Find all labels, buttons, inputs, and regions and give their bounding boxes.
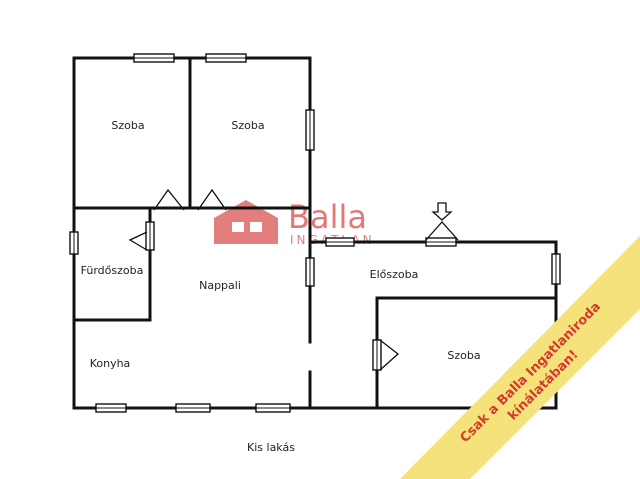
house-logo-icon [214, 200, 278, 244]
room-label-nappali: Nappali [199, 279, 241, 292]
banner-line-1: Csak a Balla Ingatlaniroda [457, 299, 603, 445]
window-hall-top [325, 237, 355, 247]
door-entrance [425, 221, 459, 241]
room-label-szoba-1: Szoba [111, 119, 144, 132]
window-right-1 [305, 109, 315, 151]
room-label-szoba-3: Szoba [447, 349, 480, 362]
room-label-szoba-2: Szoba [231, 119, 264, 132]
door-szoba-2 [197, 188, 227, 211]
plan-caption: Kis lakás [247, 441, 295, 454]
window-bath-inner [145, 221, 155, 251]
room-labels: Szoba Szoba Fürdőszoba Nappali Előszoba … [81, 119, 481, 370]
window-room3-left [372, 339, 382, 371]
room-label-furdoszoba: Fürdőszoba [81, 264, 144, 277]
door-bathroom [128, 231, 148, 251]
door-szoba-3 [379, 339, 400, 371]
window-bottom-2 [175, 403, 211, 413]
window-hall-top-2 [425, 237, 457, 247]
window-left-bath [69, 231, 79, 255]
window-right-hall [551, 253, 561, 285]
window-bottom-3 [255, 403, 291, 413]
promo-banner: Csak a Balla Ingatlaniroda kínálatában! [400, 236, 640, 479]
windows [69, 53, 561, 413]
window-top-1 [133, 53, 175, 63]
window-bottom-1 [95, 403, 127, 413]
window-top-2 [205, 53, 247, 63]
door-szoba-1 [153, 188, 185, 211]
window-mid-right [305, 257, 315, 287]
watermark-brand: Balla [288, 198, 367, 236]
doors [128, 188, 459, 371]
room-label-konyha: Konyha [90, 357, 131, 370]
arrow-down-icon [431, 202, 453, 221]
room-label-eloszoba: Előszoba [370, 268, 419, 281]
